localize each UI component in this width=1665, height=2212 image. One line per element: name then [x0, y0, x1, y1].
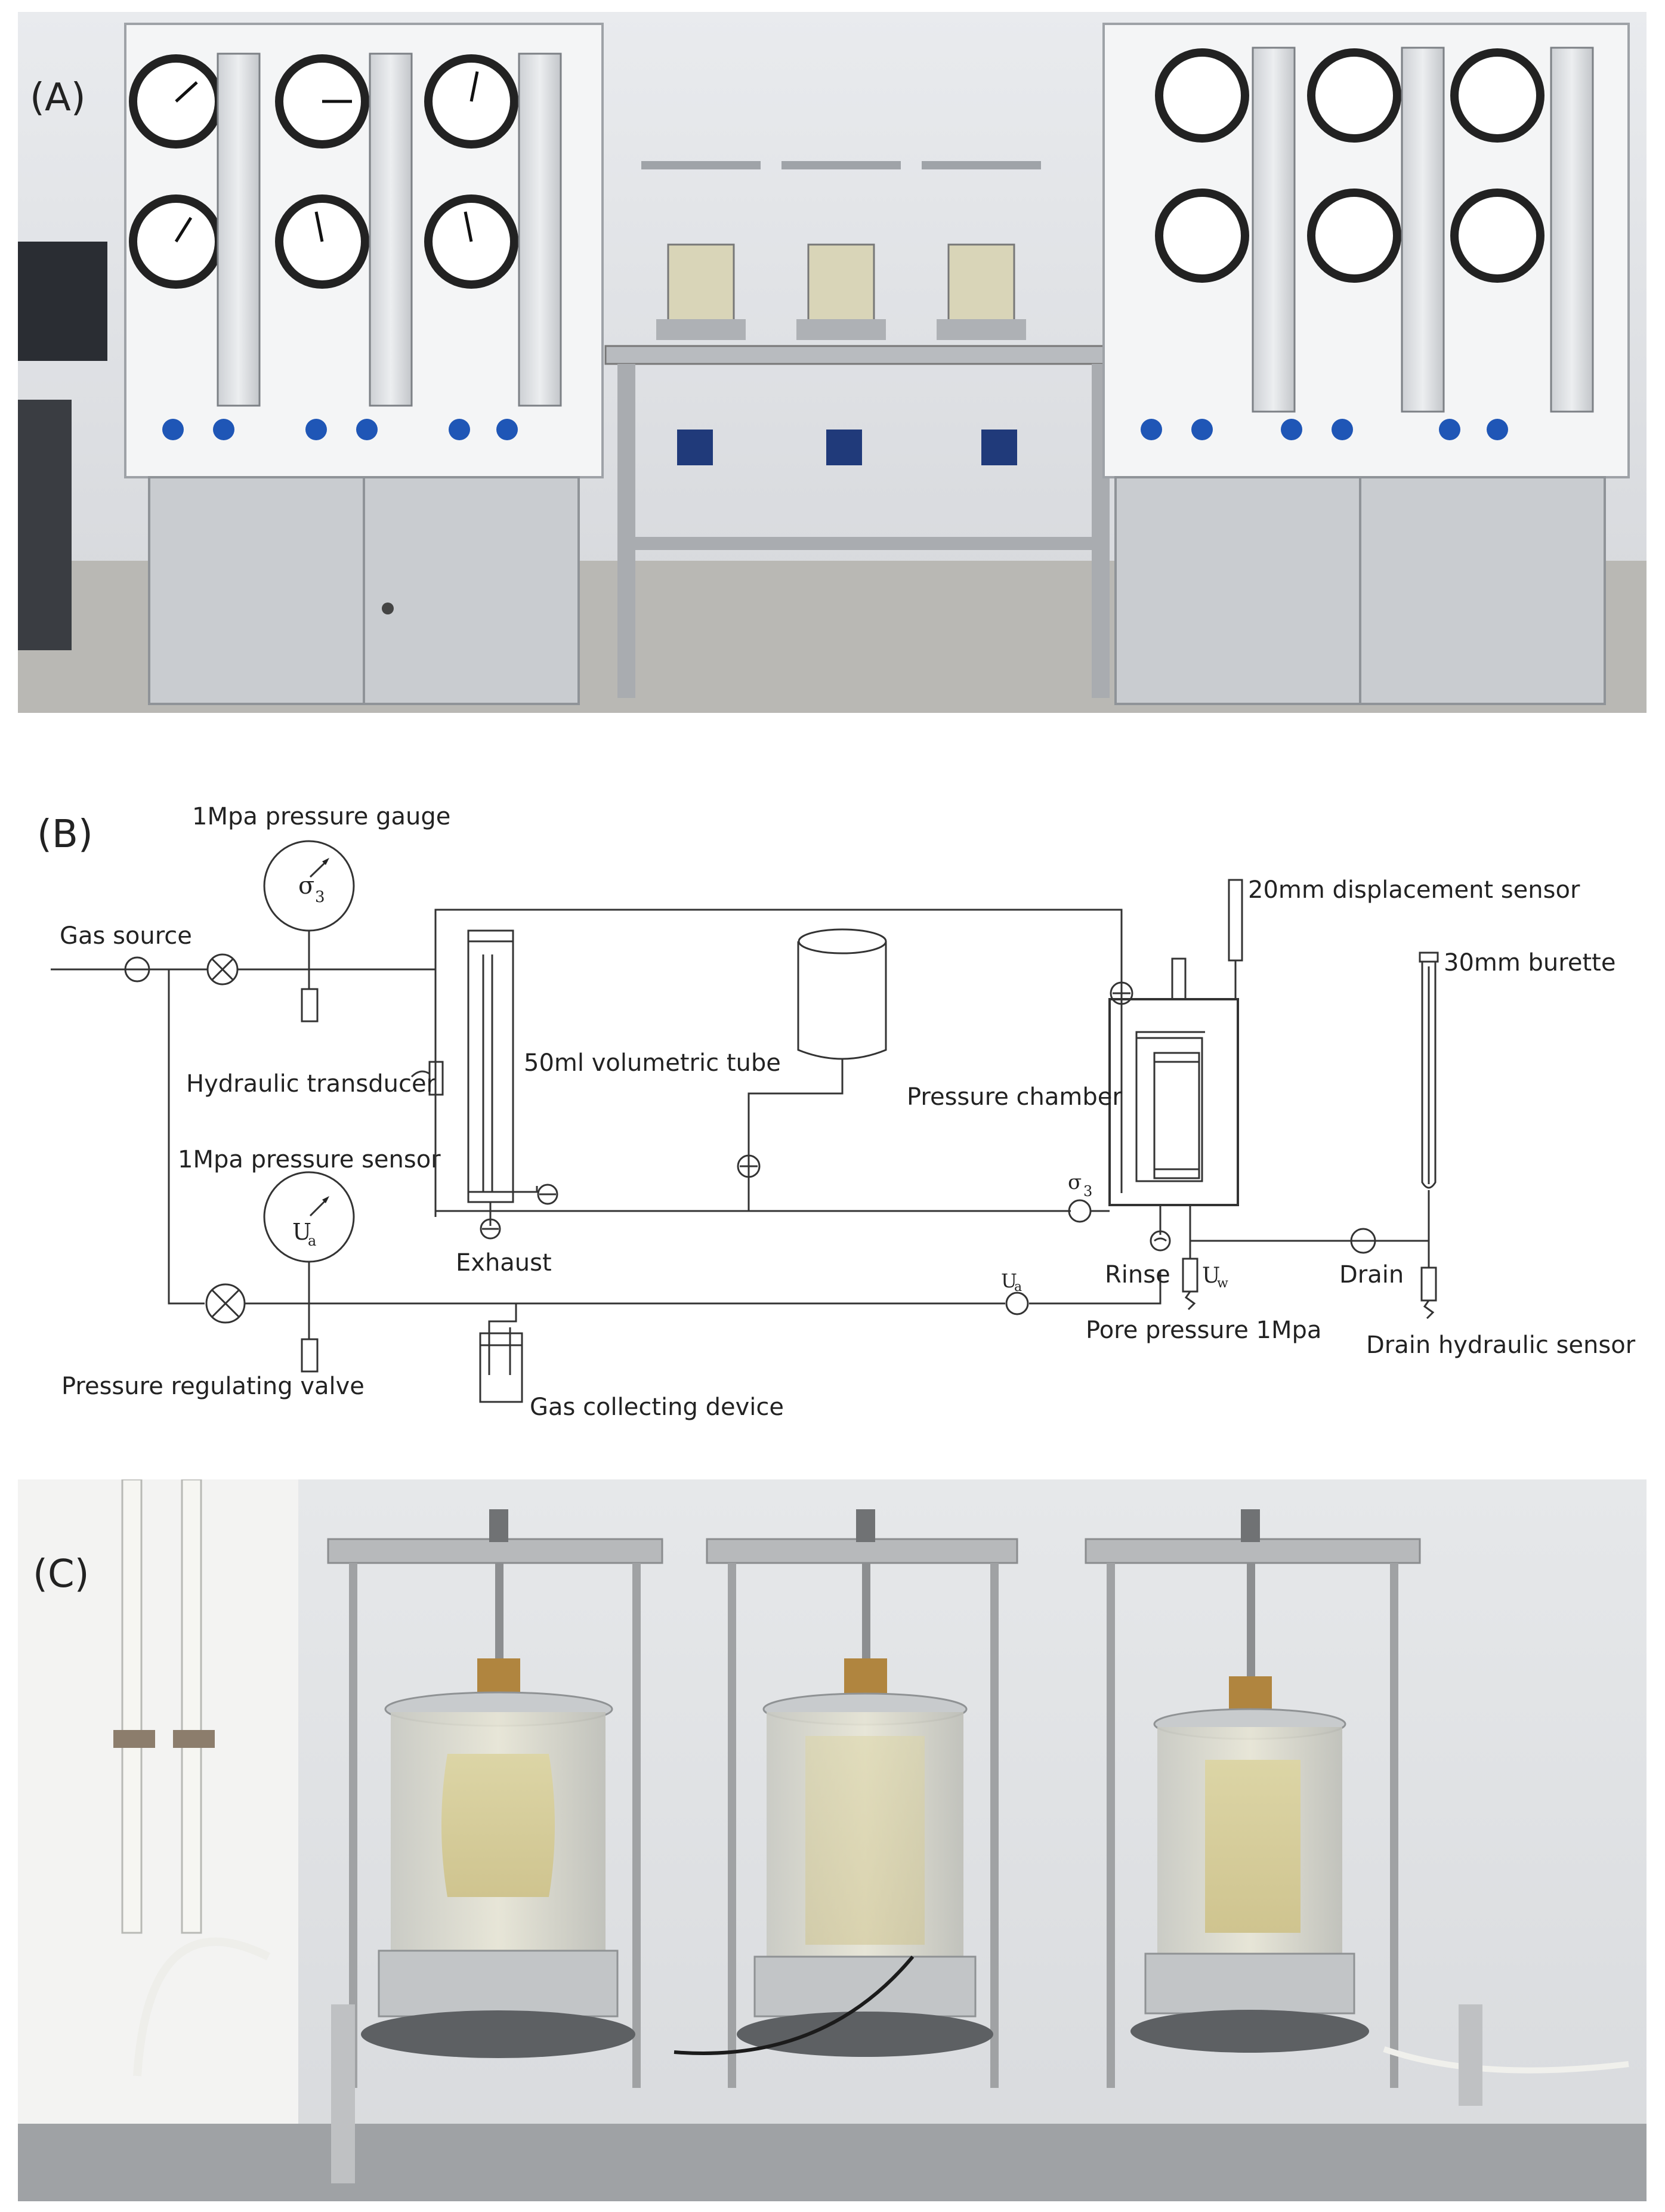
gas-source-label: Gas source [60, 922, 192, 950]
gas-source-line: Gas source [51, 922, 435, 983]
pore-pressure-label: Pore pressure 1Mpa [1086, 1317, 1321, 1344]
regulating-valve-icon [206, 953, 239, 985]
triaxial-cell-table [604, 161, 1120, 698]
pressure-gauge-icon [1307, 189, 1401, 283]
pressure-gauge-icon [275, 194, 369, 289]
rinse-label: Rinse [1105, 1261, 1170, 1289]
svg-text:U: U [1202, 1263, 1220, 1288]
svg-text:U: U [1001, 1269, 1017, 1292]
gas-collecting-device-label: Gas collecting device [530, 1394, 784, 1421]
svg-text:w: w [1217, 1276, 1228, 1291]
pressure-sensor: U a 1Mpa pressure sensor [178, 1146, 441, 1373]
exhaust-label: Exhaust [456, 1249, 552, 1277]
schematic-diagram: (B) Gas source σ 3 1Mpa pressure gauge P… [37, 803, 1636, 1421]
burette-label: 30mm burette [1444, 949, 1615, 977]
drain-assembly: U w Rinse Drain Pore pressure 1Mpa Drain… [1086, 1190, 1636, 1359]
hydraulic-transducer: Hydraulic transducer [186, 1061, 444, 1098]
burette: 30mm burette [1419, 949, 1615, 1189]
svg-text:3: 3 [1083, 1183, 1092, 1200]
panel-label-c: (C) [33, 1552, 89, 1596]
triaxial-cell-1 [327, 1509, 663, 2088]
svg-text:3: 3 [315, 888, 325, 906]
water-reservoir [737, 928, 887, 1211]
svg-text:a: a [1014, 1280, 1022, 1295]
pressure-gauge-icon [1450, 189, 1544, 283]
pressure-gauge-icon [129, 194, 223, 289]
svg-text:U: U [292, 1219, 311, 1245]
pressure-gauge-icon [1155, 48, 1249, 143]
volumetric-tube: 50ml volumetric tube Exhaust [434, 929, 1071, 1277]
displacement-sensor: 20mm displacement sensor [1228, 876, 1580, 999]
volumetric-tube-label: 50ml volumetric tube [524, 1049, 781, 1077]
photo-panel-c: (C) [18, 1479, 1647, 2201]
triaxial-cell-3 [1085, 1509, 1421, 2088]
pressure-gauge-icon [424, 194, 518, 289]
svg-text:σ: σ [298, 872, 314, 900]
pressure-gauge-icon [1450, 48, 1544, 143]
triaxial-cell-2 [706, 1509, 1018, 2088]
photo-panel-a: (A) [18, 12, 1647, 713]
pressure-gauge-label: 1Mpa pressure gauge [192, 803, 450, 830]
gas-collecting-device: Gas collecting device [479, 1303, 784, 1421]
pressure-sensor-label: 1Mpa pressure sensor [178, 1146, 441, 1173]
displacement-sensor-label: 20mm displacement sensor [1248, 876, 1580, 904]
panel-label-b: (B) [37, 812, 93, 857]
svg-text:σ: σ [1068, 1170, 1082, 1194]
pressure-gauge-icon [1307, 48, 1401, 143]
panel-label-a: (A) [30, 76, 86, 120]
pressure-chamber: Pressure chamber [907, 957, 1239, 1206]
drain-label: Drain [1339, 1261, 1404, 1289]
pressure-gauge-icon [129, 54, 223, 149]
pressure-regulating-valve-label: Pressure regulating valve [61, 1373, 364, 1400]
svg-text:a: a [308, 1232, 316, 1249]
pressure-gauge-icon [1155, 189, 1249, 283]
pressure-gauge-icon [275, 54, 369, 149]
pressure-gauge-icon [424, 54, 518, 149]
regulating-valve-icon: Pressure regulating valve [61, 1283, 364, 1400]
drain-hydraulic-sensor-label: Drain hydraulic sensor [1366, 1331, 1636, 1359]
instrument-cabinet-left [124, 23, 604, 705]
hydraulic-transducer-label: Hydraulic transducer [186, 1070, 437, 1098]
instrument-cabinet-right [1102, 23, 1630, 705]
pressure-chamber-label: Pressure chamber [907, 1083, 1122, 1111]
pressure-gauge: σ 3 1Mpa pressure gauge [192, 803, 450, 1022]
